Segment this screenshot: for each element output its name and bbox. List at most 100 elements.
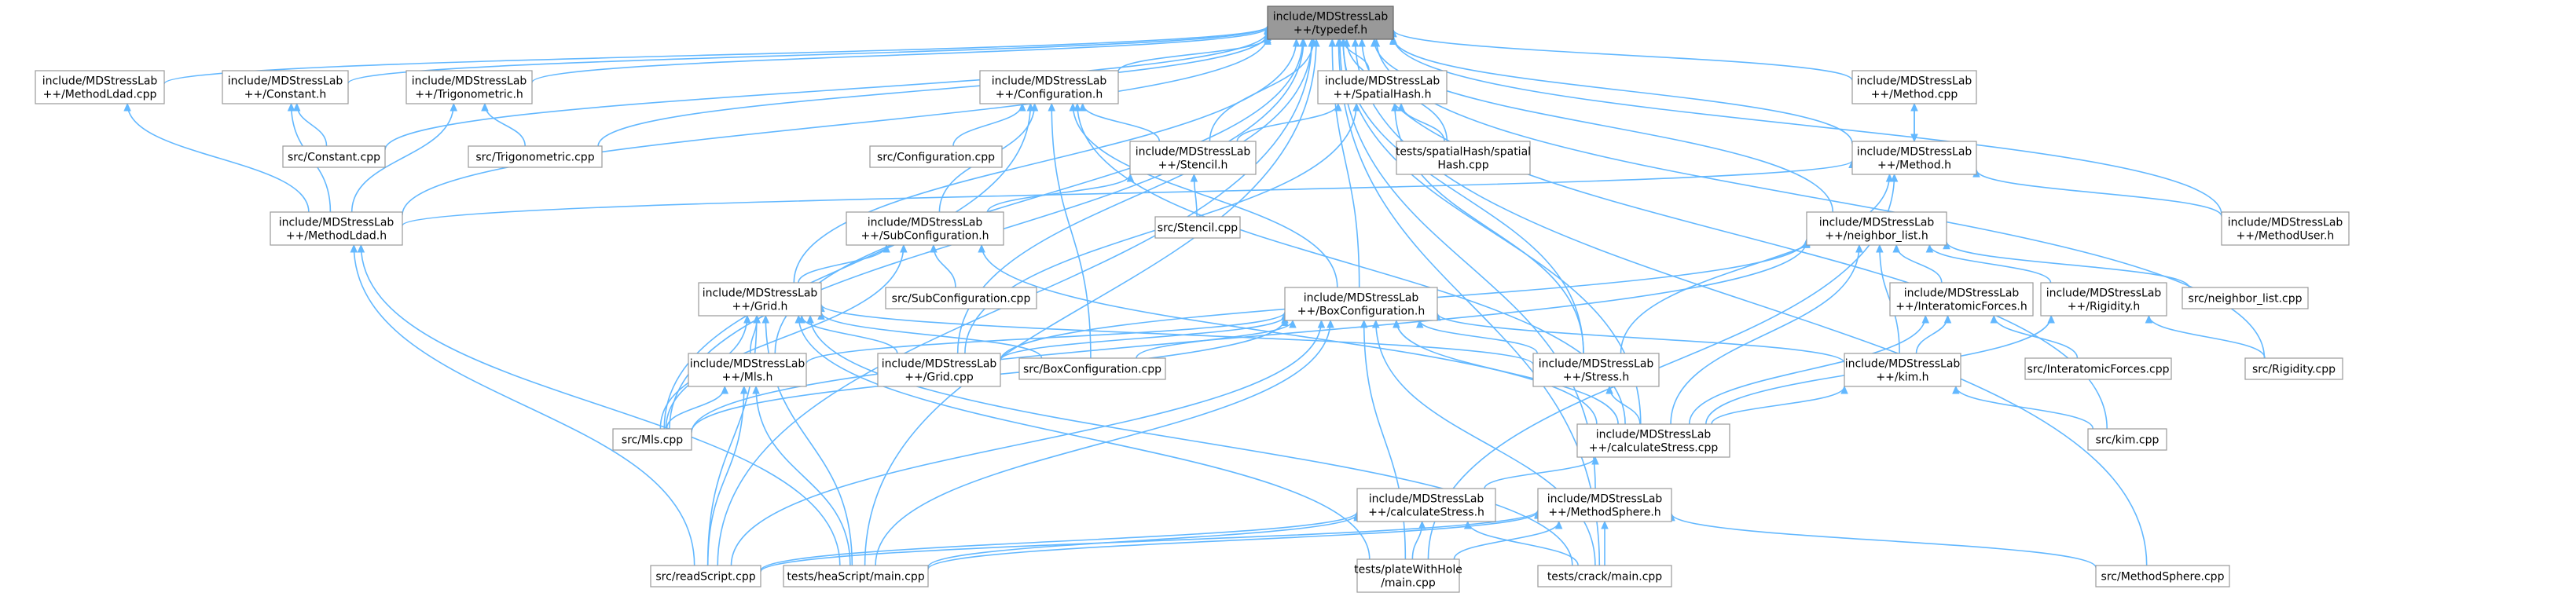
dependency-edge-method_h-to-methodLdad_h (402, 159, 1856, 226)
file-node-interatomic_h[interactable]: include/MDStressLab++/InteratomicForces.… (1889, 282, 2034, 317)
file-node-label-line: include/MDStressLab (703, 287, 818, 300)
file-node-label-line: include/MDStressLab (1369, 493, 1484, 506)
file-node-config_cpp[interactable]: src/Configuration.cpp (869, 145, 1003, 168)
file-node-method_cpp[interactable]: include/MDStressLab++/Method.cpp (1851, 70, 1977, 104)
edge-line (1081, 103, 1161, 142)
file-node-label-line: ++/Grid.cpp (905, 372, 974, 384)
file-node-box (885, 287, 1037, 309)
file-node-box (1267, 5, 1394, 40)
file-node-methodUser_h[interactable]: include/MDStressLab++/MethodUser.h (2221, 211, 2350, 246)
file-node-stress_h[interactable]: include/MDStressLab++/Stress.h (1532, 353, 1660, 387)
file-node-box (2024, 357, 2172, 380)
edge-line (1928, 244, 2052, 284)
file-node-stencil_cpp[interactable]: src/Stencil.cpp (1154, 216, 1241, 239)
dependency-edge-mls_h-to-heaScript (752, 385, 851, 566)
file-node-rigidity_cpp[interactable]: src/Rigidity.cpp (2244, 357, 2343, 380)
edge-line (755, 386, 851, 566)
file-node-constant_h[interactable]: include/MDStressLab++/Constant.h (222, 70, 349, 104)
file-node-mls_h[interactable]: include/MDStressLab++/Mls.h (688, 353, 807, 387)
file-node-label-line: ++/Stress.h (1563, 372, 1630, 384)
file-node-box (2087, 428, 2167, 451)
file-node-box (1537, 565, 1672, 588)
file-node-calcStress_h[interactable]: include/MDStressLab++/calculateStress.h (1356, 488, 1496, 522)
dependency-edge-stress_h-to-calcStress_cpp (1605, 385, 1641, 425)
dependency-edge-method_h-to-method_cpp (1910, 103, 1918, 143)
file-node-label-line: tests/heaScript/main.cpp (787, 571, 924, 584)
dependency-edge-trig_h-to-trig_cpp (481, 102, 526, 147)
file-node-label-line: ++/SubConfiguration.h (861, 230, 989, 243)
file-node-kim_cpp[interactable]: src/kim.cpp (2087, 428, 2167, 451)
file-node-methodLdad_h[interactable]: include/MDStressLab++/MethodLdad.h (270, 211, 403, 246)
file-node-label-line: include/MDStressLab (690, 358, 805, 371)
edge-line (1236, 103, 1339, 142)
edge-line (820, 312, 1043, 359)
file-node-methodLdad_cpp[interactable]: include/MDStressLab++/MethodLdad.cpp (35, 70, 165, 104)
edge-arrowhead (450, 102, 458, 112)
file-node-label-line: include/MDStressLab (1547, 493, 1663, 506)
edge-arrowhead (1601, 520, 1609, 529)
edge-arrowhead (1327, 319, 1334, 328)
dependency-edge-trig_h-to-methodLdad_h (350, 102, 458, 213)
dependency-edge-mls_h-to-readScript (706, 385, 748, 566)
file-node-trig_cpp[interactable]: src/Trigonometric.cpp (468, 145, 603, 168)
edge-line (952, 103, 1023, 147)
file-node-box (1532, 353, 1660, 387)
edge-arrowhead (1289, 319, 1297, 328)
edge-arrowhead (1885, 173, 1894, 182)
file-node-heaScript[interactable]: tests/heaScript/main.cpp (783, 565, 929, 588)
file-node-neighbor_cpp[interactable]: src/neighbor_list.cpp (2182, 287, 2309, 309)
file-node-boxconfig_h[interactable]: include/MDStressLab++/BoxConfiguration.h (1284, 287, 1438, 321)
file-node-label-line: include/MDStressLab (868, 217, 983, 229)
edge-line (1136, 320, 1294, 359)
dependency-edge-typedef-to-methodUser_h (1389, 35, 2222, 215)
file-node-grid_h[interactable]: include/MDStressLab++/Grid.h (698, 282, 822, 317)
node-layer: include/MDStressLab++/typedef.h include/M… (35, 5, 2350, 593)
edge-arrowhead (1990, 314, 1998, 324)
file-node-spatial_h[interactable]: include/MDStressLab++/SpatialHash.h (1317, 70, 1448, 104)
file-node-constant_cpp[interactable]: src/Constant.cpp (282, 145, 386, 168)
file-node-label-line: ++/BoxConfiguration.h (1297, 306, 1425, 318)
edge-line (798, 315, 1371, 560)
file-node-label-line: ++/neighbor_list.h (1825, 230, 1928, 243)
edge-arrowhead (806, 314, 814, 324)
file-node-crack[interactable]: tests/crack/main.cpp (1537, 565, 1672, 588)
file-node-calcStress_cpp[interactable]: include/MDStressLab++/calculateStress.cp… (1576, 423, 1730, 458)
file-node-typedef[interactable]: include/MDStressLab++/typedef.h (1267, 5, 1394, 40)
file-node-methodSphere_cpp[interactable]: src/MethodSphere.cpp (2095, 565, 2230, 588)
edge-arrowhead (1952, 385, 1960, 394)
file-node-boxconfig_cpp[interactable]: src/BoxConfiguration.cpp (1018, 357, 1166, 380)
edge-arrowhead (1026, 102, 1035, 112)
file-node-subconfig_h[interactable]: include/MDStressLab++/SubConfiguration.h (846, 211, 1004, 246)
file-node-box (1356, 558, 1460, 593)
edge-line (1418, 320, 1539, 354)
file-node-mls_cpp[interactable]: src/Mls.cpp (612, 428, 692, 451)
file-node-subconfig_cpp[interactable]: src/SubConfiguration.cpp (885, 287, 1037, 309)
edge-arrowhead (1292, 38, 1301, 47)
edge-arrowhead (292, 102, 301, 112)
file-node-label-line: ++/kim.h (1876, 372, 1928, 384)
file-node-plateWithHole[interactable]: tests/plateWithHole/main.cpp (1354, 558, 1462, 593)
file-node-trig_h[interactable]: include/MDStressLab++/Trigonometric.h (405, 70, 533, 104)
dependency-edge-kim_h-to-kim_cpp (1952, 385, 2094, 430)
edge-line (793, 38, 1297, 284)
dependency-edge-subconfig_h-to-subconfig_cpp (930, 243, 956, 288)
file-node-methodSphere_h[interactable]: include/MDStressLab++/MethodSphere.h (1537, 488, 1672, 522)
file-node-config_h[interactable]: include/MDStressLab++/Configuration.h (979, 70, 1119, 104)
edge-arrowhead (1925, 243, 1934, 253)
file-node-method_h[interactable]: include/MDStressLab++/Method.h (1851, 141, 1977, 175)
file-node-interatomic_cpp[interactable]: src/InteratomicForces.cpp (2024, 357, 2172, 380)
edge-arrowhead (1372, 38, 1381, 47)
edge-line (1209, 38, 1315, 142)
file-node-neighbor_h[interactable]: include/MDStressLab++/neighbor_list.h (1806, 211, 1947, 246)
file-node-spatial_cpp[interactable]: tests/spatialHash/spatialHash.cpp (1396, 141, 1531, 175)
file-node-box (650, 565, 761, 588)
file-node-stencil_h[interactable]: include/MDStressLab++/Stencil.h (1129, 141, 1257, 175)
file-node-rigidity_h[interactable]: include/MDStressLab++/Rigidity.h (2040, 282, 2167, 317)
dependency-edge-neighbor_h-to-interatomic_h (1892, 243, 1943, 284)
dependency-edge-stencil_h-to-subconfig_h (986, 173, 1135, 213)
file-node-label-line: include/MDStressLab (882, 358, 997, 371)
file-node-kim_h[interactable]: include/MDStressLab++/kim.h (1844, 353, 1961, 387)
file-node-grid_cpp[interactable]: include/MDStressLab++/Grid.cpp (877, 353, 1001, 387)
file-node-readScript[interactable]: src/readScript.cpp (650, 565, 761, 588)
